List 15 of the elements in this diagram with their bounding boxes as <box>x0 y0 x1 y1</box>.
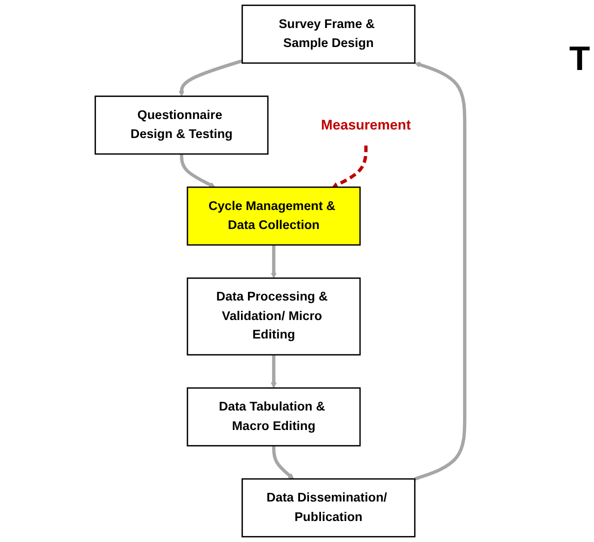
node-box: Data Dissemination/ Publication <box>242 478 416 538</box>
node-box: Cycle Management & Data Collection <box>186 186 361 246</box>
node-box: Survey Frame & Sample Design <box>242 4 416 64</box>
arrow <box>414 62 466 481</box>
arrow <box>332 146 368 188</box>
arrow <box>270 354 277 388</box>
arrow <box>180 154 216 188</box>
node-box: Questionnaire Design & Testing <box>94 96 269 155</box>
arrow <box>272 446 294 480</box>
arrow <box>178 59 243 97</box>
heading-text: T <box>569 40 590 79</box>
arrow <box>270 244 277 278</box>
node-text: Measurement <box>320 117 411 133</box>
node-box: Data Processing & Validation/ Micro Editing <box>186 277 361 356</box>
node-box: Data Tabulation & Macro Editing <box>186 387 361 446</box>
